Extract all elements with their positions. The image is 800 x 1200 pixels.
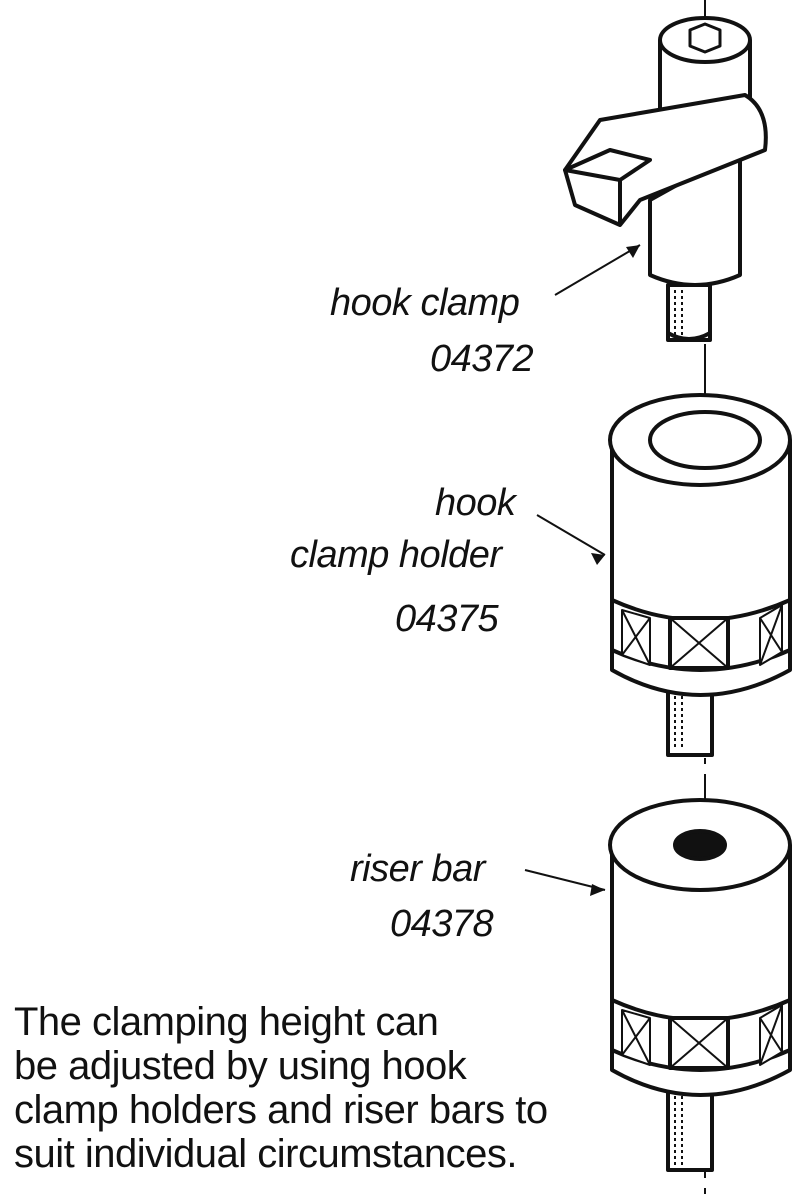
note-line: clamp holders and riser bars to	[14, 1088, 548, 1132]
hook-clamp-holder-label-line1: hook	[435, 482, 516, 524]
note-line: suit individual circumstances.	[14, 1132, 517, 1176]
riser-bar-label: riser bar	[350, 848, 485, 890]
hook-clamp-drawing	[554, 16, 768, 342]
riser-bar-number: 04378	[390, 903, 494, 945]
note-line: be adjusted by using hook	[14, 1044, 467, 1088]
hook-clamp-holder-label-line2: clamp holder	[290, 534, 502, 576]
note-line: The clamping height can	[14, 1000, 439, 1044]
hook-clamp-holder-number: 04375	[395, 598, 499, 640]
hook-clamp-label: hook clamp	[330, 282, 520, 324]
explanatory-note: The clamping height can be adjusted by u…	[14, 1000, 548, 1176]
hook-clamp-holder-drawing	[536, 393, 792, 757]
hook-clamp-number: 04372	[430, 338, 534, 380]
riser-bar-drawing	[524, 798, 792, 1172]
